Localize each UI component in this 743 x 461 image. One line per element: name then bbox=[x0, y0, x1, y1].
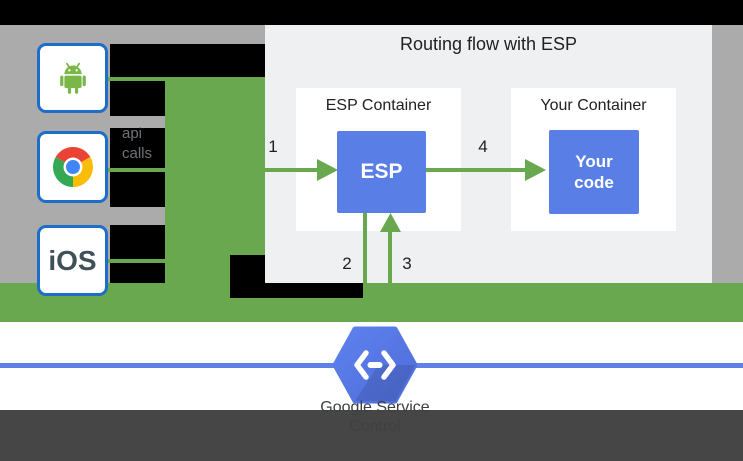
ios-connector-line bbox=[108, 259, 165, 263]
esp-container-label: ESP Container bbox=[325, 97, 432, 114]
black-patch bbox=[110, 44, 265, 77]
chrome-icon bbox=[52, 147, 93, 187]
black-patch bbox=[110, 225, 165, 283]
arrow-2-head-icon bbox=[355, 306, 376, 322]
arrow-1-line bbox=[108, 168, 320, 172]
arrow-3-head-icon bbox=[380, 213, 401, 232]
ios-label: iOS bbox=[48, 244, 97, 276]
api-calls-label: api calls bbox=[122, 125, 153, 162]
arrow-2-line bbox=[363, 213, 367, 308]
green-routing-band bbox=[0, 283, 743, 322]
top-black-bar bbox=[0, 0, 743, 25]
footer-dark-bar bbox=[0, 410, 743, 461]
step-1-label: 1 bbox=[268, 137, 278, 156]
panel-title: Routing flow with ESP bbox=[399, 34, 578, 54]
android-client-box bbox=[37, 43, 108, 113]
step-3-label: 3 bbox=[402, 254, 412, 273]
esp-box: ESP bbox=[337, 131, 426, 213]
black-patch bbox=[110, 77, 165, 116]
your-code-line2: code bbox=[574, 173, 614, 192]
your-code-box: Your code bbox=[549, 130, 639, 214]
load-balancer-bar bbox=[165, 77, 265, 283]
cloud-endpoints-hexagon-icon bbox=[333, 326, 417, 404]
esp-box-label: ESP bbox=[360, 160, 403, 183]
android-icon bbox=[59, 62, 86, 94]
android-connector-line bbox=[108, 77, 165, 81]
your-code-line1: Your bbox=[575, 152, 613, 171]
arrow-4-line bbox=[426, 168, 527, 172]
chrome-client-box bbox=[37, 131, 108, 203]
step-4-label: 4 bbox=[478, 137, 488, 156]
arrow-1-head-icon bbox=[317, 159, 338, 181]
black-patch bbox=[110, 128, 165, 207]
step-2-label: 2 bbox=[342, 254, 352, 273]
black-patch bbox=[230, 283, 363, 298]
arrow-3-line bbox=[388, 231, 392, 322]
black-patch bbox=[230, 255, 265, 283]
arrow-4-head-icon bbox=[525, 159, 546, 181]
your-container-label: Your Container bbox=[540, 97, 647, 114]
ios-client-box: iOS bbox=[37, 225, 108, 296]
